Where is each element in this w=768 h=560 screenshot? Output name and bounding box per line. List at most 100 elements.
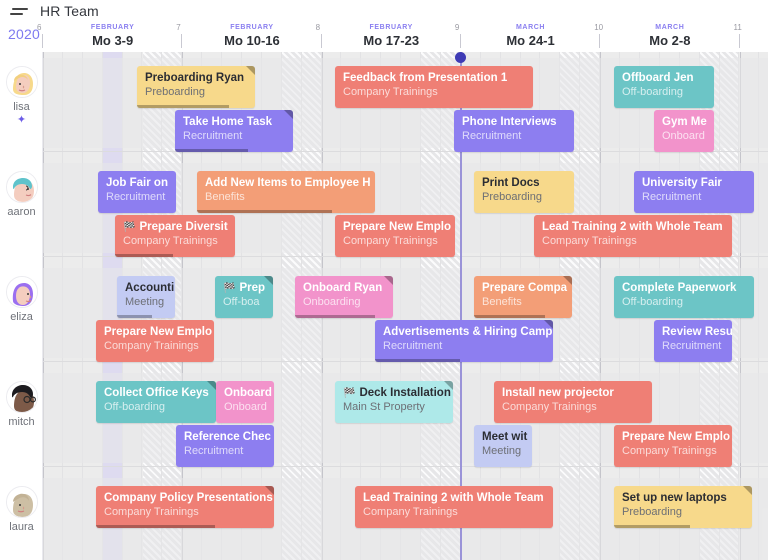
sidebar-person-eliza[interactable]: eliza xyxy=(0,276,43,323)
sidebar-person-lisa[interactable]: lisa✦ xyxy=(0,66,43,126)
week-range-label: Mo 17-23 xyxy=(363,33,420,48)
row-separator xyxy=(43,151,768,152)
task-category-label: Preboarding xyxy=(622,506,682,518)
week-number-6: 6 xyxy=(37,23,42,32)
week-month-label: FEBRUARY xyxy=(230,24,274,31)
task-corner-fold-icon xyxy=(284,110,293,119)
week-number-11: 11 xyxy=(733,23,742,32)
week-separator xyxy=(43,52,44,560)
day-column xyxy=(63,52,83,560)
task-title: Prepare Compa xyxy=(482,282,568,294)
avatar-aaron-icon xyxy=(5,171,38,203)
pin-icon[interactable]: ✦ xyxy=(16,114,27,126)
task-category-label: Company Trainings xyxy=(343,86,438,98)
week-tick xyxy=(738,34,740,48)
task-category-label: Recruitment xyxy=(183,130,243,142)
checkered-flag-icon: 🏁 xyxy=(123,222,136,233)
week-month-label: MARCH xyxy=(655,24,685,31)
task-category-label: Main St Property xyxy=(343,401,425,413)
task-category-label: Company Trainings xyxy=(104,340,199,352)
week-range-label: Mo 10-16 xyxy=(224,33,280,48)
task-progress-bar xyxy=(175,149,249,152)
timeline-year: 2020 xyxy=(8,26,40,42)
task-corner-fold-icon xyxy=(265,486,274,495)
task-title: Complete Paperwork xyxy=(622,282,737,294)
person-name-label: laura xyxy=(9,521,34,533)
sidebar-person-mitch[interactable]: mitch xyxy=(0,381,43,428)
day-column xyxy=(83,52,103,560)
task-category-label: Company Trainings xyxy=(123,235,218,247)
week-tick xyxy=(181,34,183,48)
task-category-label: Company Trainings xyxy=(343,235,438,247)
day-column xyxy=(421,52,441,560)
task-progress-bar xyxy=(96,525,216,528)
week-month-label: FEBRUARY xyxy=(369,24,413,31)
task-title: Lead Training 2 with Whole Team xyxy=(542,221,723,233)
week-tick xyxy=(42,34,43,48)
day-column xyxy=(580,52,601,560)
task-category-label: Company Trainings xyxy=(542,235,637,247)
today-marker-dot[interactable] xyxy=(455,52,467,63)
task-corner-fold-icon xyxy=(246,66,255,75)
hamburger-menu-icon[interactable] xyxy=(10,7,36,15)
task-title: 🏁Prepare Diversit xyxy=(123,221,228,233)
task-progress-bar xyxy=(614,525,690,528)
task-progress-bar xyxy=(375,359,461,362)
task-title: Set up new laptops xyxy=(622,492,727,504)
task-title: Company Policy Presentations xyxy=(104,492,273,504)
page-title: HR Team xyxy=(40,3,99,19)
day-column xyxy=(759,52,768,560)
task-category-label: Recruitment xyxy=(662,340,722,352)
sidebar-person-aaron[interactable]: aaron xyxy=(0,171,43,218)
task-title: Lead Training 2 with Whole Team xyxy=(363,492,544,504)
task-title: Review Resu xyxy=(662,326,732,338)
day-column xyxy=(401,52,422,560)
task-corner-fold-icon xyxy=(743,486,752,495)
task-title: Install new projector xyxy=(502,387,614,399)
person-name-label: lisa xyxy=(13,101,30,113)
sidebar-person-laura[interactable]: laura xyxy=(0,486,43,533)
week-tick xyxy=(459,34,461,48)
person-name-label: aaron xyxy=(7,206,36,218)
task-progress-bar xyxy=(295,315,376,318)
task-category-label: Off-boarding xyxy=(622,296,683,308)
task-title: Collect Office Keys xyxy=(104,387,209,399)
task-category-label: Meeting xyxy=(125,296,165,308)
task-category-label: Recruitment xyxy=(106,191,166,203)
